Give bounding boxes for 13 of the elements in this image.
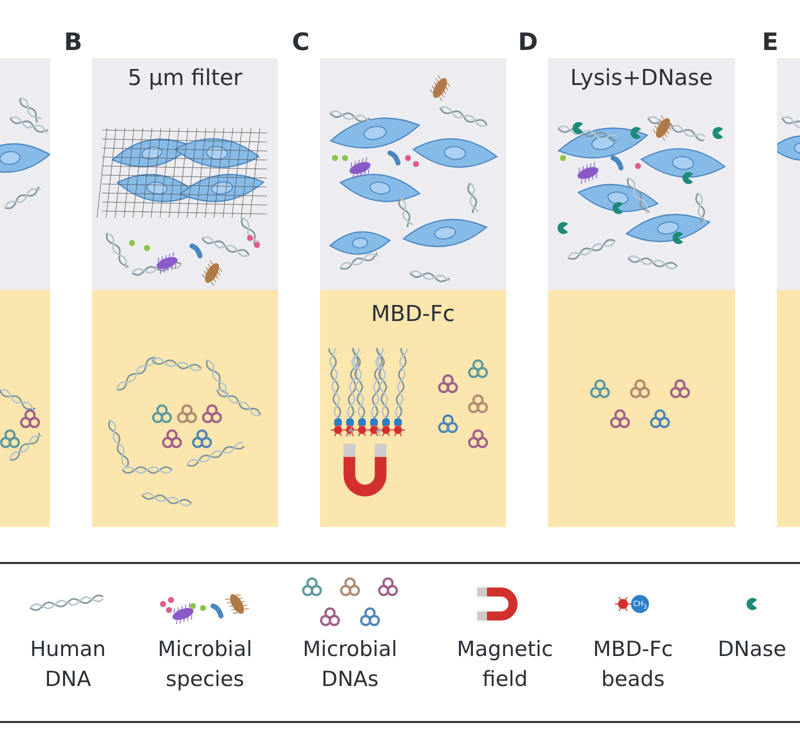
panel-caption: MBD-Fc: [370, 302, 456, 327]
legend-label: DNase: [716, 636, 788, 663]
panel-caption: 5 µm filter: [126, 66, 244, 91]
panel-letter: E: [762, 28, 778, 56]
panel-letter: B: [64, 28, 82, 56]
legend-label: Microbial species: [156, 636, 254, 693]
panel-letter: D: [518, 28, 538, 56]
legend-label: Human DNA: [29, 636, 107, 693]
panel-caption: Lysis+DNase: [569, 66, 714, 91]
panel-letter: C: [292, 28, 310, 56]
legend-label: MBD-Fc beads: [592, 636, 674, 693]
legend-label: Magnetic field: [456, 636, 554, 693]
legend-label: Microbial DNAs: [302, 636, 398, 693]
